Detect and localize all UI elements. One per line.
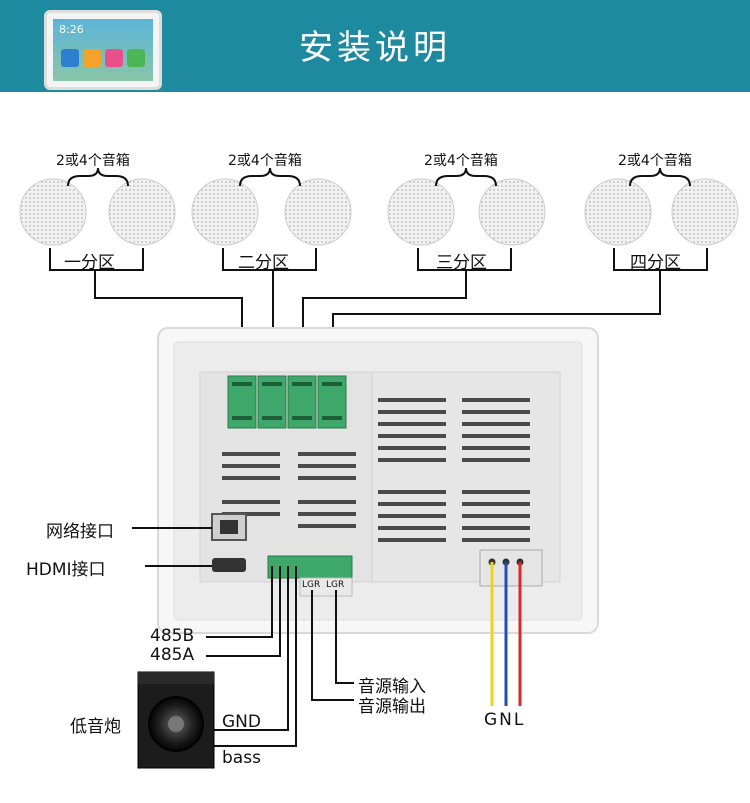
wiring-diagram [19,167,739,769]
tablet-thumbnail: 8:26 [44,10,162,90]
rs485a-label: 485A [150,645,195,665]
power-wires [490,562,522,706]
app-icon-pink [105,49,123,67]
subwoofer [137,671,215,769]
tablet-time: 8:26 [59,23,84,36]
hdmi-port-label: HDMI接口 [26,560,106,580]
audio-in-label: 音源输入 [358,677,426,697]
zone-3-label: 三分区 [436,253,487,273]
app-icon-orange [83,49,101,67]
zone-1-speaker-note: 2或4个音箱 [56,153,130,169]
lgr-left-label: LGR [302,580,321,590]
header-banner: 8:26 安装说明 [0,0,750,92]
subwoofer-label: 低音炮 [70,717,121,737]
bass-label: bass [222,748,261,768]
left-connector-lines [132,527,354,747]
zone-1-label: 一分区 [64,253,115,273]
gnd-label: GND [222,712,261,732]
page-title: 安装说明 [299,28,451,68]
tablet-screen: 8:26 [53,19,153,81]
lgr-right-label: LGR [326,580,345,590]
speaker-braces [67,167,691,187]
amplifier-unit [157,327,599,634]
zone-2-speaker-note: 2或4个音箱 [228,153,302,169]
audio-out-label: 音源输出 [358,697,426,717]
network-port-label: 网络接口 [46,522,114,542]
zone-brackets [49,248,708,271]
zone-4-speaker-note: 2或4个音箱 [618,153,692,169]
zone-4-label: 四分区 [630,253,681,273]
app-icon-green [127,49,145,67]
ceiling-speakers [19,178,739,246]
power-label: GNL [484,710,526,730]
app-icon-blue [61,49,79,67]
rs485b-label: 485B [150,626,195,646]
zone-3-speaker-note: 2或4个音箱 [424,153,498,169]
zone-2-label: 二分区 [238,253,289,273]
